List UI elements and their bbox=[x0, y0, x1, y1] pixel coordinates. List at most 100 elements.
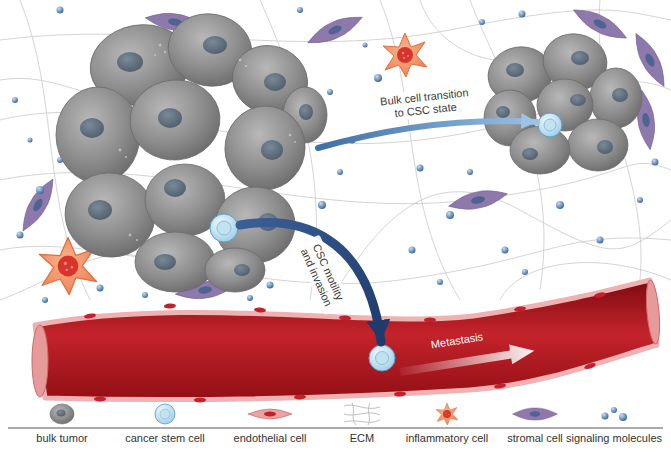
tumor-cell-nuclei bbox=[117, 52, 143, 72]
endothelial-cells bbox=[294, 394, 306, 399]
bulk-tumor bbox=[127, 76, 224, 164]
signaling-molecules bbox=[479, 19, 485, 25]
signaling-molecules bbox=[327, 89, 333, 95]
endothelial-cells bbox=[514, 306, 527, 312]
bulk-tumor bbox=[56, 87, 140, 183]
legend-sample bbox=[248, 409, 292, 419]
endothelial-cells bbox=[94, 397, 106, 402]
endothelial-cells bbox=[84, 313, 97, 320]
legend-sample bbox=[344, 403, 380, 425]
legend-text: cancer stem cell bbox=[125, 432, 204, 445]
bulk-tumor bbox=[56, 7, 327, 292]
ecm-fibers bbox=[0, 0, 671, 300]
cancer-stem-cell bbox=[369, 345, 395, 371]
signaling-molecules bbox=[12, 7, 659, 304]
tumor-cell-nuclei bbox=[264, 73, 286, 91]
cancer-stem-cell bbox=[210, 214, 238, 242]
endothelial-cells bbox=[494, 383, 507, 390]
endothelial-cells bbox=[424, 318, 436, 323]
ecm-fibers bbox=[330, 192, 671, 300]
legend-sample bbox=[155, 404, 175, 424]
endothelial-cells bbox=[594, 291, 607, 298]
tumor-cell-granules bbox=[294, 141, 296, 143]
endothelial-cells bbox=[84, 291, 607, 402]
stromal-cells bbox=[16, 175, 60, 235]
tumor-cell-nuclei bbox=[506, 63, 524, 77]
signaling-molecules bbox=[267, 282, 274, 289]
legend-sample bbox=[584, 402, 644, 426]
transition-arrow bbox=[318, 121, 537, 148]
tumor-cell-nuclei bbox=[234, 264, 250, 276]
arrow-label: Bulk cell transition to CSC state bbox=[372, 84, 478, 123]
signaling-molecules bbox=[417, 165, 424, 172]
tumor-cell-granules bbox=[119, 149, 122, 152]
cancer-stem-cell bbox=[210, 214, 238, 242]
tumor-cell-granules bbox=[159, 44, 162, 47]
stromal-cells bbox=[304, 10, 365, 50]
tumor-cell-nuclei bbox=[154, 254, 176, 270]
legend-text: bulk tumor bbox=[36, 432, 87, 445]
signaling-molecules bbox=[597, 237, 604, 244]
signaling-molecules bbox=[437, 279, 443, 285]
cancer-stem-cell bbox=[369, 345, 395, 371]
cancer-stem-cell bbox=[217, 221, 231, 235]
signaling-molecules bbox=[502, 247, 509, 254]
tumor-cell-granules bbox=[164, 51, 166, 53]
legend-sample bbox=[135, 402, 195, 426]
signaling-molecules bbox=[42, 297, 48, 303]
signaling-molecules bbox=[318, 201, 326, 209]
signaling-molecules bbox=[522, 269, 528, 275]
tumor-cell-nuclei bbox=[496, 106, 510, 118]
tumor-cell-granules bbox=[154, 54, 156, 56]
legend-sample bbox=[332, 402, 392, 426]
legend-text: endothelial cell bbox=[234, 432, 307, 445]
tumor-cell-nuclei bbox=[158, 108, 182, 128]
small-tumor bbox=[568, 119, 628, 171]
signaling-molecules bbox=[57, 157, 63, 163]
signaling-molecules bbox=[57, 7, 64, 14]
legend-item: ECM bbox=[302, 402, 422, 445]
tumor-cell-nuclei bbox=[88, 200, 112, 220]
signaling-molecules bbox=[28, 138, 33, 143]
stromal-cells bbox=[447, 186, 509, 214]
tumor-cell-nuclei bbox=[164, 179, 186, 197]
legend-item: signaling molecules bbox=[554, 402, 671, 445]
legend-sample bbox=[505, 402, 565, 426]
tumor-cell-granules bbox=[129, 234, 132, 237]
tumor-cell-nuclei bbox=[80, 118, 104, 138]
tumor-cell-granules bbox=[245, 65, 247, 67]
endothelial-cells bbox=[584, 362, 597, 371]
signaling-molecules bbox=[247, 295, 253, 301]
signaling-molecules bbox=[409, 247, 416, 254]
tumor-cell-granules bbox=[136, 239, 138, 241]
signaling-molecules bbox=[374, 74, 382, 82]
signaling-molecules bbox=[637, 197, 643, 203]
legend-sample bbox=[436, 403, 458, 425]
tumor-cell-nuclei bbox=[570, 94, 586, 106]
tumor-cell-granules bbox=[289, 134, 292, 137]
legend-item: endothelial cell bbox=[210, 402, 330, 445]
signaling-molecules bbox=[97, 285, 104, 292]
cancer-stem-cell bbox=[376, 352, 389, 365]
signaling-molecules bbox=[297, 7, 303, 13]
invasion-arrow bbox=[240, 223, 381, 342]
legend-sample bbox=[602, 407, 628, 421]
cancer-stem-cell bbox=[538, 113, 562, 137]
tumor-cell-nuclei bbox=[299, 104, 313, 120]
tumor-cell-nuclei bbox=[261, 140, 283, 160]
small-tumor bbox=[484, 29, 642, 174]
signaling-molecules bbox=[467, 169, 473, 175]
cancer-stem-cell bbox=[538, 113, 562, 137]
legend-sample bbox=[50, 404, 74, 424]
inflammatory-cells bbox=[383, 33, 427, 77]
signaling-molecules bbox=[556, 201, 564, 209]
cancer-stem-cell bbox=[544, 119, 556, 131]
bulk-tumor bbox=[135, 232, 215, 292]
tumor-cell-nuclei bbox=[612, 88, 628, 102]
legend-sample bbox=[417, 402, 477, 426]
tumor-cell-nuclei bbox=[496, 51, 628, 160]
legend-text: inflammatory cell bbox=[406, 432, 489, 445]
signaling-molecules bbox=[519, 11, 526, 18]
